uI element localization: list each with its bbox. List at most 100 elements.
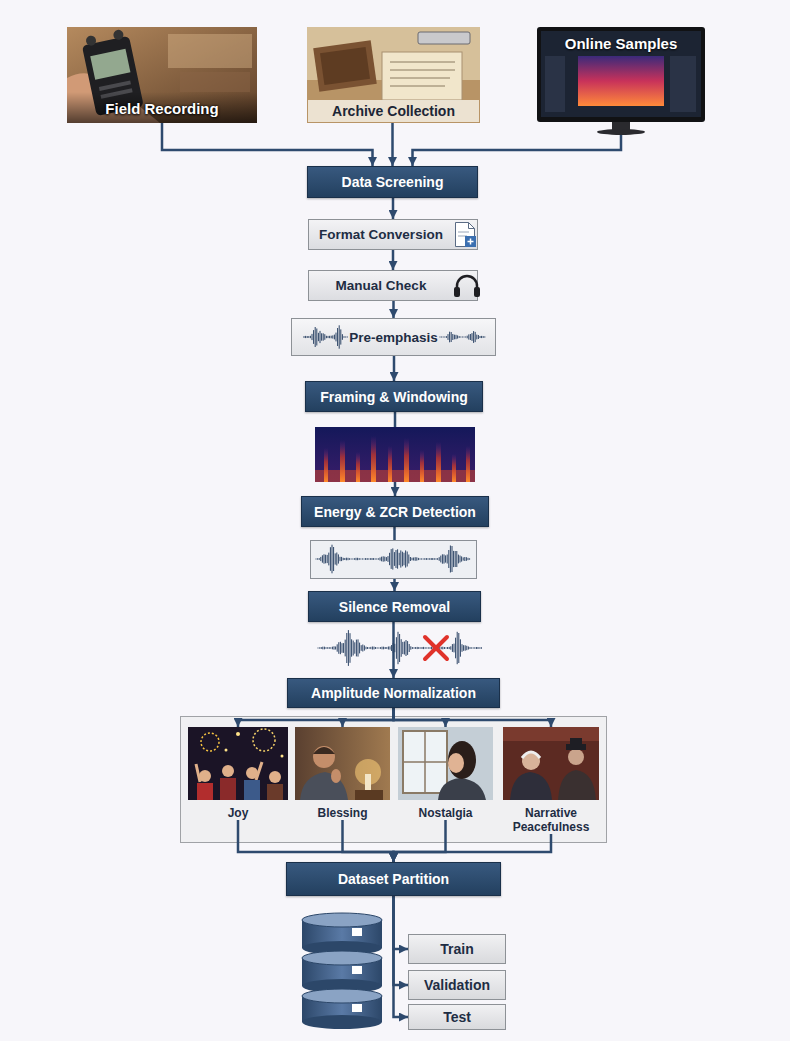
blessing-photo bbox=[331, 769, 341, 783]
field-recording-photo bbox=[180, 72, 250, 92]
spectrogram-image bbox=[452, 454, 456, 482]
waveform-trace bbox=[316, 545, 470, 574]
flow-arrow bbox=[394, 896, 409, 949]
spectrogram-image bbox=[340, 440, 345, 482]
nostalgia-photo bbox=[398, 727, 493, 800]
step-label: Amplitude Normalization bbox=[311, 685, 476, 701]
flow-arrow bbox=[394, 896, 409, 985]
waveform-trace bbox=[318, 630, 481, 666]
step-label: Data Screening bbox=[342, 174, 444, 190]
archive-collection-photo bbox=[307, 27, 480, 123]
field-recording-photo bbox=[67, 92, 257, 123]
nostalgia-photo bbox=[403, 731, 447, 793]
database-stack bbox=[302, 989, 382, 1003]
emotion-label: Blessing bbox=[295, 806, 390, 820]
headphones-icon bbox=[454, 287, 460, 297]
flow-arrow bbox=[238, 708, 394, 727]
process-box: Framing & Windowing bbox=[305, 381, 483, 412]
step-label: Framing & Windowing bbox=[320, 389, 468, 405]
spectrogram-image bbox=[420, 450, 424, 482]
emotion-tile: Joy bbox=[188, 727, 288, 820]
narrative-photo bbox=[558, 770, 596, 800]
spectrogram-image bbox=[371, 436, 376, 482]
pre-emphasis-wave-right bbox=[440, 331, 485, 343]
spectrogram-image bbox=[466, 446, 470, 482]
split-box: Test bbox=[408, 1004, 506, 1030]
spectrogram-image bbox=[315, 427, 475, 482]
emotion-tile: Narrative Peacefulness bbox=[503, 727, 599, 834]
file-icon bbox=[469, 223, 475, 229]
database-stack bbox=[302, 1015, 382, 1029]
step-label: Energy & ZCR Detection bbox=[314, 504, 476, 520]
spectrogram-image bbox=[404, 438, 409, 482]
process-box: Manual Check bbox=[308, 270, 478, 301]
step-label: Format Conversion bbox=[319, 227, 443, 242]
split-box: Train bbox=[408, 934, 506, 964]
flow-arrow bbox=[413, 135, 622, 166]
database-stack bbox=[302, 951, 382, 965]
joy-photo bbox=[220, 778, 236, 800]
process-box: Energy & ZCR Detection bbox=[301, 496, 489, 527]
archive-collection-photo bbox=[382, 52, 462, 100]
spectrogram-image bbox=[388, 446, 392, 482]
blessing-photo bbox=[295, 727, 390, 800]
joy-photo bbox=[269, 771, 281, 783]
narrative-photo bbox=[522, 752, 540, 758]
nostalgia-photo bbox=[448, 753, 464, 773]
step-label: Manual Check bbox=[336, 278, 427, 293]
pre-emphasis-wave-left bbox=[304, 325, 347, 348]
flow-arrow bbox=[392, 250, 395, 270]
split-label: Train bbox=[440, 941, 473, 957]
narrative-photo bbox=[522, 752, 540, 770]
archive-collection-photo bbox=[307, 27, 480, 123]
flow-arrow bbox=[162, 123, 373, 166]
joy-photo bbox=[246, 767, 258, 779]
online-samples-monitor bbox=[597, 129, 645, 135]
flow-arrow bbox=[392, 301, 395, 318]
emotion-tile: Nostalgia bbox=[398, 727, 493, 820]
waveform-trace bbox=[304, 325, 347, 348]
process-box: Data Screening bbox=[307, 166, 478, 198]
source-label: Online Samples bbox=[565, 35, 678, 52]
flow-arrow bbox=[343, 820, 394, 862]
database-stack bbox=[302, 913, 382, 927]
spectrogram-image bbox=[356, 452, 360, 482]
flow-arrow bbox=[393, 356, 396, 381]
step-label: Dataset Partition bbox=[338, 871, 449, 887]
online-samples-monitor bbox=[578, 56, 664, 106]
joy-photo bbox=[281, 755, 284, 758]
process-box: Amplitude Normalization bbox=[287, 678, 500, 708]
spectrogram-image bbox=[315, 470, 475, 482]
blessing-photo bbox=[295, 727, 390, 800]
emotion-tile: Blessing bbox=[295, 727, 390, 820]
source-monitor: Online Samples bbox=[537, 27, 705, 135]
narrative-photo bbox=[503, 727, 599, 800]
joy-photo bbox=[188, 727, 288, 800]
split-label: Validation bbox=[424, 977, 490, 993]
flow-arrow bbox=[392, 198, 395, 219]
source-photo: Field Recording bbox=[67, 27, 257, 123]
online-samples-monitor bbox=[537, 27, 705, 122]
online-samples-monitor bbox=[612, 122, 630, 130]
joy-photo bbox=[244, 780, 260, 800]
emotion-label: Narrative Peacefulness bbox=[503, 806, 599, 834]
process-box: Silence Removal bbox=[308, 591, 481, 622]
headphones-icon bbox=[454, 276, 480, 297]
step-label: Silence Removal bbox=[339, 599, 450, 615]
source-label: Field Recording bbox=[105, 100, 218, 117]
waveform-trace bbox=[318, 630, 481, 666]
source-label: Archive Collection bbox=[332, 103, 455, 119]
step-label: Pre-emphasis bbox=[349, 330, 438, 345]
flow-arrow bbox=[343, 708, 394, 727]
blessing-photo bbox=[313, 746, 335, 768]
narrative-photo bbox=[570, 738, 582, 746]
blessing-photo bbox=[355, 790, 383, 800]
joy-photo bbox=[199, 770, 211, 782]
blessing-photo bbox=[365, 774, 371, 792]
nostalgia-photo bbox=[438, 778, 486, 800]
archive-collection-photo bbox=[320, 47, 370, 85]
waveform-image bbox=[311, 541, 477, 579]
nostalgia-photo bbox=[448, 741, 476, 779]
spectrogram-image bbox=[315, 427, 475, 482]
